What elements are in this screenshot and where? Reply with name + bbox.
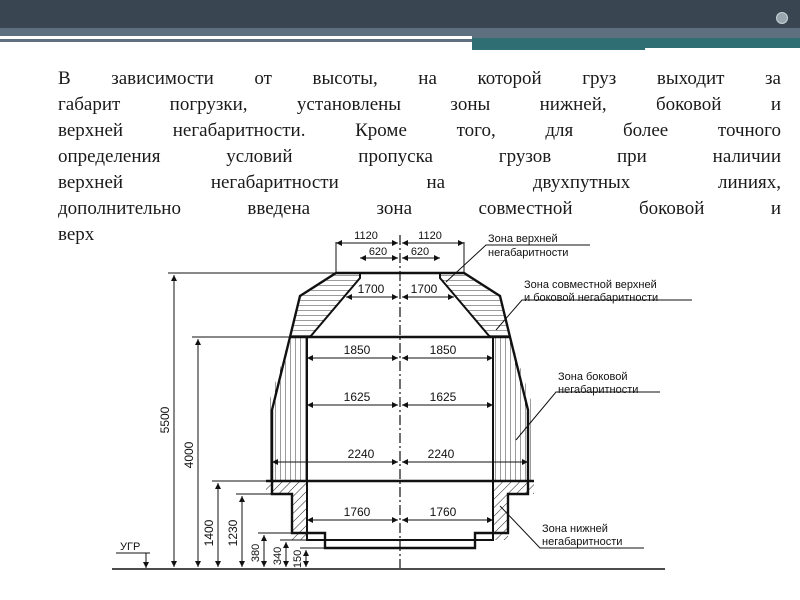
paragraph-line: верх: [58, 224, 95, 245]
height-extension-lines: [168, 272, 336, 549]
rail-level-marker: УГР: [116, 541, 150, 568]
dim-1760-left: 1760: [344, 505, 371, 519]
zone-side-label-2: негабаритности: [558, 384, 638, 396]
combined-zone-hatch: [290, 273, 510, 337]
gauge-level-lines: [266, 335, 534, 483]
dim-1700-left: 1700: [358, 282, 385, 296]
height-5500-label: 5500: [158, 406, 172, 433]
dim-1850-right: 1850: [430, 343, 457, 357]
height-1230-label: 1230: [226, 519, 240, 546]
height-4000-label: 4000: [182, 441, 196, 468]
zone-upper-label-2: негабаритности: [488, 247, 568, 259]
corner-ornament-icon: [776, 12, 788, 24]
title-band: [0, 0, 800, 28]
side-zone-hatch: [266, 337, 534, 481]
accent-stripe-right: [645, 48, 800, 51]
accent-stripe: [0, 36, 472, 39]
paragraph-line: верхней негабаритности на двухпутных лин…: [58, 172, 781, 193]
zone-leader-lines: [445, 244, 692, 549]
dim-1760-right: 1760: [430, 505, 457, 519]
paragraph-line: В зависимости от высоты, на которой груз…: [58, 68, 781, 89]
paragraph-line: дополнительно введена зона совместной бо…: [58, 198, 781, 219]
zone-combined-label-2: и боковой негабаритности: [524, 292, 658, 304]
height-340-label: 340: [272, 547, 284, 565]
dim-2240-left: 2240: [348, 447, 375, 461]
paragraph-line: определения условий пропуска грузов при …: [58, 146, 781, 167]
dim-1120-right: 1120: [418, 230, 442, 242]
height-380-label: 380: [250, 544, 262, 562]
height-150-label: 150: [292, 550, 304, 568]
height-1400-label: 1400: [202, 519, 216, 546]
dim-1700-right: 1700: [411, 282, 438, 296]
zone-upper-label-1: Зона верхней: [488, 233, 558, 245]
width-dimensions: [272, 240, 528, 523]
dim-1625-right: 1625: [430, 390, 457, 404]
zone-combined-label-1: Зона совместной верхней: [524, 279, 657, 291]
height-dimension-lines: [171, 275, 309, 567]
dim-2240-right: 2240: [428, 447, 455, 461]
dim-620-left: 620: [369, 246, 387, 258]
paragraph-line: габарит погрузки, установлены зоны нижне…: [58, 94, 781, 115]
accent-band: [472, 38, 800, 50]
rail-level-label: УГР: [120, 541, 140, 553]
dim-1625-left: 1625: [344, 390, 371, 404]
zone-side-label-1: Зона боковой: [558, 371, 627, 383]
dim-620-right: 620: [411, 246, 429, 258]
zone-lower-label-2: негабаритности: [542, 536, 622, 548]
paragraph-line: верхней негабаритности. Кроме того, для …: [58, 120, 781, 141]
gauge-inner-contour: [306, 273, 494, 541]
dim-1850-left: 1850: [344, 343, 371, 357]
lower-zone-hatch: [266, 481, 534, 540]
dim-1120-left: 1120: [354, 230, 378, 242]
slide-paragraph: В зависимости от высоты, на которой груз…: [58, 66, 781, 248]
zone-lower-label-1: Зона нижней: [542, 523, 608, 535]
